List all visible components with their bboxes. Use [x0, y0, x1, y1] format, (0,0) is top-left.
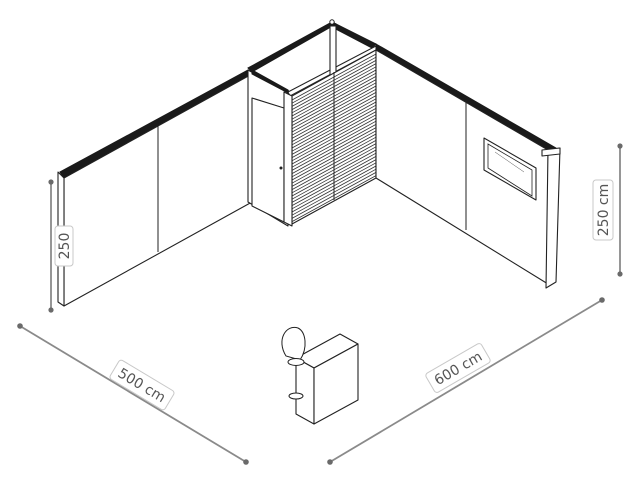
right-back-wall [375, 43, 561, 289]
left-height-label: 250 [57, 233, 73, 260]
right-height-dimension: 250 cm [592, 143, 623, 277]
tv-screen [483, 137, 537, 201]
bar-stool [281, 326, 306, 400]
right-height-label: 250 cm [596, 184, 612, 237]
storage-room-roof-frame [247, 19, 377, 97]
width-dimension: 600 cm [327, 297, 605, 465]
storage-room-door [247, 69, 289, 227]
slatted-wall [283, 49, 377, 227]
depth-dimension: 500 cm [17, 323, 249, 465]
left-back-wall [57, 69, 253, 307]
reception-counter [295, 333, 359, 425]
left-height-dimension: 250 [48, 179, 74, 313]
